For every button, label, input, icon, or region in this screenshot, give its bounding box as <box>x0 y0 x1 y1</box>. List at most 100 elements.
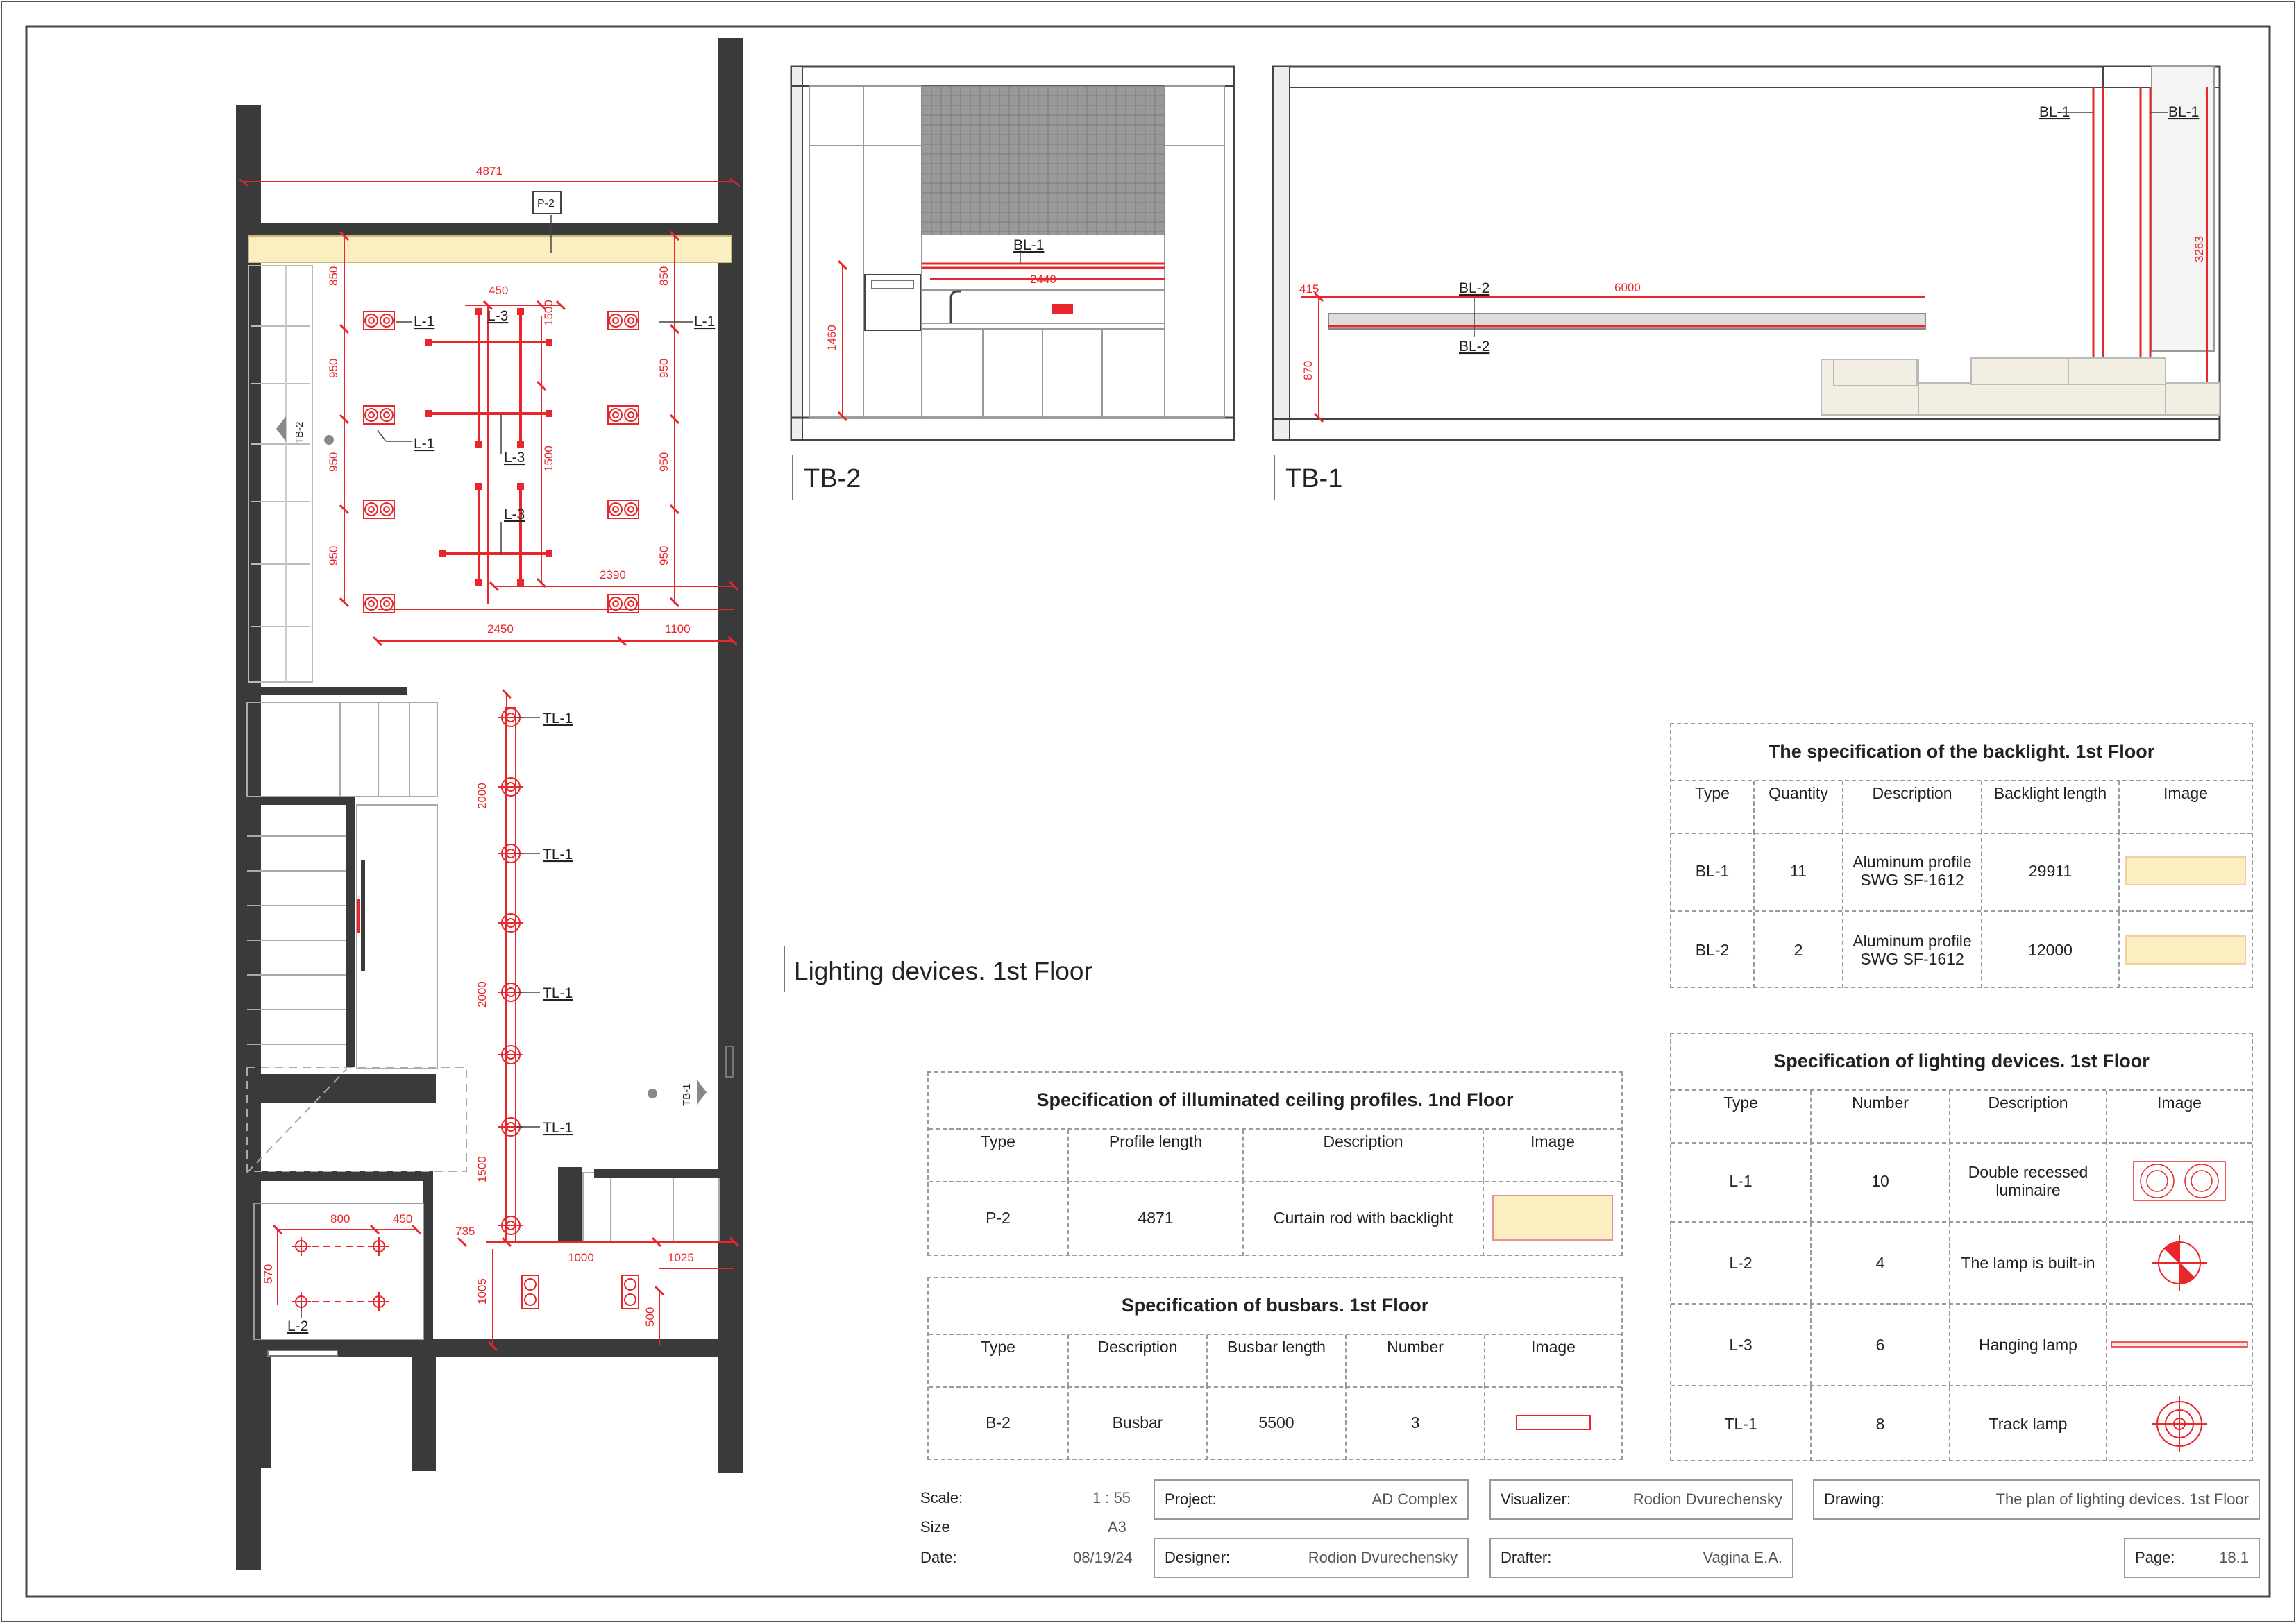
col-number: Number <box>1347 1335 1485 1386</box>
scale-label: Scale: <box>920 1489 963 1506</box>
label-tl1-2: TL-1 <box>543 847 573 863</box>
tb1-dim-6000: 6000 <box>1614 281 1641 294</box>
tb2-bl1-label: BL-1 <box>1013 237 1044 253</box>
designer-field: Designer: Rodion Dvurechensky <box>1154 1538 1469 1578</box>
dim-1025: 1025 <box>668 1251 694 1264</box>
col-image: Image <box>2163 784 2208 802</box>
cell-quantity: 2 <box>1755 912 1843 988</box>
dim-850-left: 850 <box>327 266 340 286</box>
drawing-field: Drawing: The plan of lighting devices. 1… <box>1813 1479 2260 1520</box>
cell-quantity: 11 <box>1755 831 1843 910</box>
dim-950-right-2: 950 <box>657 452 670 472</box>
dim-570: 570 <box>262 1264 275 1284</box>
col-description: Description <box>1069 1335 1208 1386</box>
col-profile-length: Profile length <box>1069 1130 1244 1181</box>
l2-dimension-lines <box>301 1246 379 1302</box>
cell-description: Aluminum profile SWG SF-1612 <box>1843 831 1982 910</box>
date-label: Date: <box>920 1549 957 1566</box>
cell-length: 4871 <box>1069 1180 1244 1256</box>
label-l3-top: L-3 <box>487 308 508 324</box>
label-l1-mid: L-1 <box>414 436 434 452</box>
tl1-track-lamp <box>498 1045 523 1064</box>
col-type: Type <box>929 1335 1069 1386</box>
visualizer-value: Rodion Dvurechensky <box>1632 1490 1782 1508</box>
l3-end-caps <box>425 308 552 586</box>
dim-800: 800 <box>330 1212 350 1225</box>
cell-type: BL-2 <box>1671 912 1755 988</box>
tl1-track-lamp <box>498 777 523 797</box>
dim-4871: 4871 <box>476 164 503 178</box>
cell-image <box>2120 912 2252 988</box>
lighting-spec-header: Type Number Description Image <box>1671 1089 2252 1144</box>
dim-2000-2: 2000 <box>475 981 489 1008</box>
l1-luminaire <box>363 405 395 425</box>
cell-length: 29911 <box>1982 831 2120 910</box>
page-label: Page: <box>2135 1549 2175 1566</box>
dim-1500-1: 1500 <box>542 300 555 326</box>
tl1-track-lamp <box>498 913 523 933</box>
cell-length: 12000 <box>1982 912 2120 988</box>
dim-1100: 1100 <box>665 622 691 636</box>
cell-description: Hanging lamp <box>1950 1305 2107 1385</box>
double-recessed-luminaire-icon <box>2133 1161 2226 1201</box>
dim-850-right: 850 <box>657 266 670 286</box>
busbar-swatch-icon <box>1516 1415 1591 1430</box>
cell-type: BL-1 <box>1671 831 1755 910</box>
backlight-swatch-icon <box>2125 856 2246 885</box>
l1-small-pair <box>521 1275 639 1309</box>
wardrobe <box>248 265 313 683</box>
sheet-border-inner <box>25 25 2271 1598</box>
cell-number: 3 <box>1347 1385 1485 1460</box>
lighting-row-l2: L-2 4 The lamp is built-in <box>1671 1223 2252 1305</box>
project-field: Project: AD Complex <box>1154 1479 1469 1520</box>
designer-value: Rodion Dvurechensky <box>1308 1549 1458 1566</box>
cell-image <box>2107 1305 2252 1385</box>
partition-5 <box>247 1171 428 1181</box>
l1-luminaire <box>363 311 395 330</box>
cell-image <box>2107 1223 2252 1303</box>
tb1-bl2-top-label: BL-2 <box>1459 280 1489 296</box>
dim-2450: 2450 <box>487 622 514 636</box>
partition-2 <box>247 797 351 805</box>
col-description: Description <box>1950 1091 2107 1142</box>
page-value: 18.1 <box>2219 1549 2249 1566</box>
col-number: Number <box>1812 1091 1950 1142</box>
backlight-spec-table: The specification of the backlight. 1st … <box>1670 723 2253 988</box>
view-title-tb2: TB-2 <box>804 464 861 493</box>
tb1-bl2-bottom-label: BL-2 <box>1459 339 1489 355</box>
col-description: Description <box>1843 781 1982 833</box>
drawing-value: The plan of lighting devices. 1st Floor <box>1995 1490 2249 1508</box>
track-lamp-icon <box>2152 1396 2207 1452</box>
tile-grid <box>921 85 1165 235</box>
col-description: Description <box>1244 1130 1484 1181</box>
backlight-swatch-icon <box>2125 935 2246 965</box>
label-l2: L-2 <box>287 1318 308 1334</box>
col-type: Type <box>1671 1091 1812 1142</box>
dim-450-b: 450 <box>393 1212 412 1225</box>
tb2-dim-2440: 2440 <box>1030 273 1056 286</box>
date-value: 08/19/24 <box>1073 1549 1133 1566</box>
l1-luminaire <box>607 500 639 519</box>
cell-description: Curtain rod with backlight <box>1244 1180 1484 1256</box>
designer-label: Designer: <box>1165 1549 1231 1566</box>
wall-right-top <box>718 38 743 1473</box>
cell-description: Track lamp <box>1950 1386 2107 1461</box>
cell-description: Aluminum profile SWG SF-1612 <box>1843 912 1982 988</box>
label-l3-low: L-3 <box>504 507 525 522</box>
col-type: Type <box>1671 781 1755 833</box>
sofa-elevation <box>1821 357 2220 416</box>
label-l1-top-left: L-1 <box>414 314 434 330</box>
label-p2: P-2 <box>537 198 555 210</box>
view-marker-tb1: TB-1 <box>648 1080 707 1106</box>
tb1-bl1-right-label: BL-1 <box>2168 104 2199 120</box>
size-value: A3 <box>1108 1518 1126 1536</box>
view-title-lighting: Lighting devices. 1st Floor <box>794 957 1092 985</box>
dim-2390: 2390 <box>600 568 626 581</box>
wall-bottom-stub-mid <box>412 1357 436 1471</box>
cell-image <box>1484 1180 1621 1256</box>
curtain-rod-backlight <box>248 235 732 263</box>
cell-type: B-2 <box>929 1385 1069 1460</box>
backlight-row-bl2: BL-2 2 Aluminum profile SWG SF-1612 1200… <box>1671 912 2252 988</box>
col-image: Image <box>1531 1338 1576 1356</box>
